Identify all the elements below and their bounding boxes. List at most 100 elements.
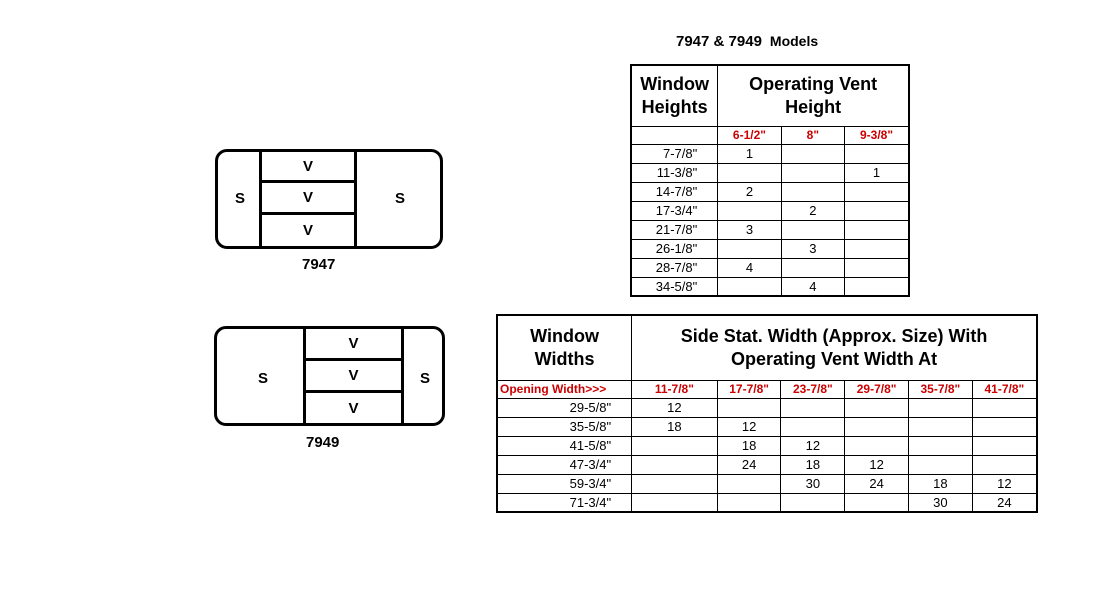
table-row: 34-5/8"4 — [630, 276, 910, 297]
widths-table: Window Widths Side Stat. Width (Approx. … — [496, 314, 1038, 513]
row-label: 71-3/4" — [496, 492, 633, 513]
row-label: 14-7/8" — [630, 181, 719, 202]
table-cell — [780, 397, 846, 418]
vent: V — [306, 361, 401, 393]
side-stat-width-header: Side Stat. Width (Approx. Size) With Ope… — [631, 314, 1038, 381]
opening-width-subheader: 23-7/8" — [780, 379, 846, 399]
table-cell — [907, 397, 973, 418]
table-cell: 30 — [907, 492, 973, 513]
table-cell — [716, 473, 782, 494]
table-cell — [780, 257, 846, 278]
header-line: Operating Vent Width At — [730, 348, 938, 369]
table-cell — [716, 397, 782, 418]
row-label: 41-5/8" — [496, 435, 633, 456]
table-cell — [844, 276, 910, 297]
table-cell — [780, 492, 846, 513]
row-label: 21-7/8" — [630, 219, 719, 240]
blank-subheader — [630, 125, 719, 145]
table-cell: 24 — [971, 492, 1038, 513]
table-cell — [631, 492, 718, 513]
table-cell — [717, 238, 782, 259]
models-title: 7947 & 7949 Models — [676, 33, 818, 50]
header-line: Window — [640, 73, 710, 94]
row-label: 7-7/8" — [630, 143, 719, 164]
table-cell — [631, 473, 718, 494]
opening-width-subheader: 17-7/8" — [716, 379, 782, 399]
header-line: Window — [530, 325, 599, 346]
row-label: 47-3/4" — [496, 454, 633, 475]
table-cell: 24 — [844, 473, 909, 494]
models-word: Models — [769, 33, 819, 49]
vent: V — [302, 222, 313, 239]
side-stat-right: S — [394, 190, 405, 207]
table-cell: 12 — [971, 473, 1038, 494]
table-cell — [907, 416, 973, 437]
heights-table: Window Heights Operating Vent Height 6-1… — [630, 64, 910, 297]
vent-height-subheader: 6-1/2" — [717, 125, 782, 145]
header-line: Side Stat. Width (Approx. Size) With — [680, 325, 988, 346]
vent: V — [348, 399, 359, 417]
opening-width-label: Opening Width>>> — [496, 379, 633, 399]
table-cell: 1 — [844, 162, 910, 183]
diagram-label-7949: 7949 — [306, 434, 340, 451]
side-stat-left: S — [257, 370, 268, 387]
table-cell — [844, 181, 910, 202]
vent: V — [306, 329, 401, 361]
table-cell: 30 — [780, 473, 846, 494]
header-line: Heights — [641, 96, 708, 117]
table-cell — [780, 416, 846, 437]
window-widths-header: Window Widths — [496, 314, 633, 381]
table-cell — [907, 454, 973, 475]
table-cell: 2 — [780, 200, 846, 221]
table-cell: 24 — [716, 454, 782, 475]
table-row: 17-3/4"2 — [630, 200, 910, 221]
header-line: Widths — [534, 348, 595, 369]
operating-vent-height-header: Operating Vent Height — [717, 64, 910, 127]
table-cell: 1 — [717, 143, 782, 164]
table-cell — [717, 162, 782, 183]
table-cell — [844, 257, 910, 278]
table-cell: 12 — [844, 454, 909, 475]
vent-height-subheader: 9-3/8" — [844, 125, 910, 145]
table-cell: 4 — [717, 257, 782, 278]
table-cell: 12 — [780, 435, 846, 456]
table-cell — [631, 435, 718, 456]
table-row: 21-7/8"3 — [630, 219, 910, 240]
opening-width-subheader: 41-7/8" — [971, 379, 1038, 399]
table-cell — [844, 143, 910, 164]
header-line: Height — [785, 96, 842, 117]
table-cell — [971, 454, 1038, 475]
table-cell: 4 — [780, 276, 846, 297]
table-cell: 12 — [631, 397, 718, 418]
opening-width-subheader: 11-7/8" — [631, 379, 718, 399]
vent: V — [262, 183, 354, 215]
diagram-label-7947: 7947 — [302, 256, 336, 273]
diagram-7949: S V V V S — [214, 326, 445, 426]
row-label: 35-5/8" — [496, 416, 633, 437]
row-label: 59-3/4" — [496, 473, 633, 494]
table-row: 28-7/8"4 — [630, 257, 910, 278]
table-cell — [971, 435, 1038, 456]
table-cell — [844, 397, 909, 418]
table-cell: 18 — [907, 473, 973, 494]
table-cell — [631, 454, 718, 475]
row-label: 28-7/8" — [630, 257, 719, 278]
table-cell: 3 — [717, 219, 782, 240]
table-cell: 2 — [717, 181, 782, 202]
table-cell — [717, 276, 782, 297]
models-numbers: 7947 & 7949 — [676, 33, 762, 50]
diagram-7947: S V V V S — [215, 149, 443, 249]
table-row: 7-7/8"1 — [630, 143, 910, 164]
table-cell — [844, 492, 909, 513]
table-row: 26-1/8"3 — [630, 238, 910, 259]
table-row: 11-3/8"1 — [630, 162, 910, 183]
header-line: Operating Vent — [749, 73, 878, 94]
opening-width-subheader: 35-7/8" — [907, 379, 973, 399]
vent: V — [262, 152, 354, 183]
